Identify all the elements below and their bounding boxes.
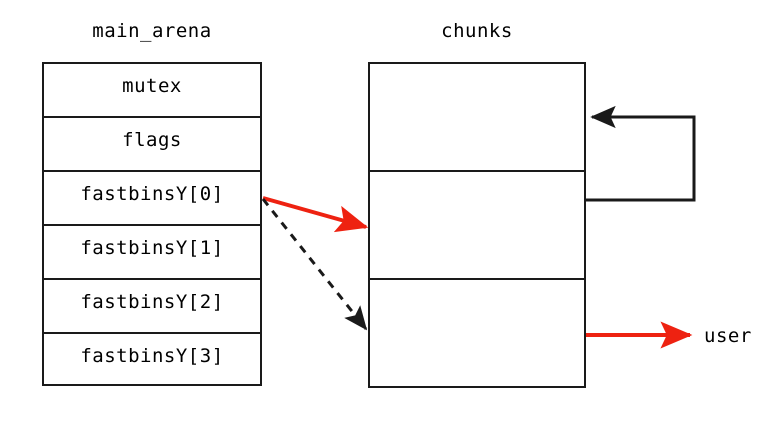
chunks-title: chunks [441,20,513,42]
chunk-cell-2[interactable] [370,280,584,386]
arena-field-label: fastbinsY[0] [80,183,224,205]
main-arena-struct: mutex flags fastbinsY[0] fastbinsY[1] fa… [42,62,262,386]
arena-field-label: mutex [122,75,182,97]
edge-fastbin0-to-chunk0 [262,196,369,233]
arena-field-fastbinsy-2[interactable]: fastbinsY[2] [44,280,260,334]
arena-field-mutex[interactable]: mutex [44,64,260,118]
chunk-cell-1[interactable] [370,172,584,280]
arena-field-fastbinsy-3[interactable]: fastbinsY[3] [44,334,260,388]
edge-chunk-self-loop [586,105,696,202]
arena-field-label: flags [122,129,182,151]
chunks-struct [368,62,586,388]
user-label: user [704,325,752,347]
main-arena-title: main_arena [92,20,212,42]
arena-field-label: fastbinsY[2] [80,291,224,313]
arena-field-flags[interactable]: flags [44,118,260,172]
arena-field-label: fastbinsY[1] [80,237,224,259]
edge-fastbin0-to-chunk2 [261,198,368,331]
arena-field-fastbinsy-0[interactable]: fastbinsY[0] [44,172,260,226]
arena-field-label: fastbinsY[3] [80,345,224,367]
arena-field-fastbinsy-1[interactable]: fastbinsY[1] [44,226,260,280]
chunk-cell-0[interactable] [370,64,584,172]
